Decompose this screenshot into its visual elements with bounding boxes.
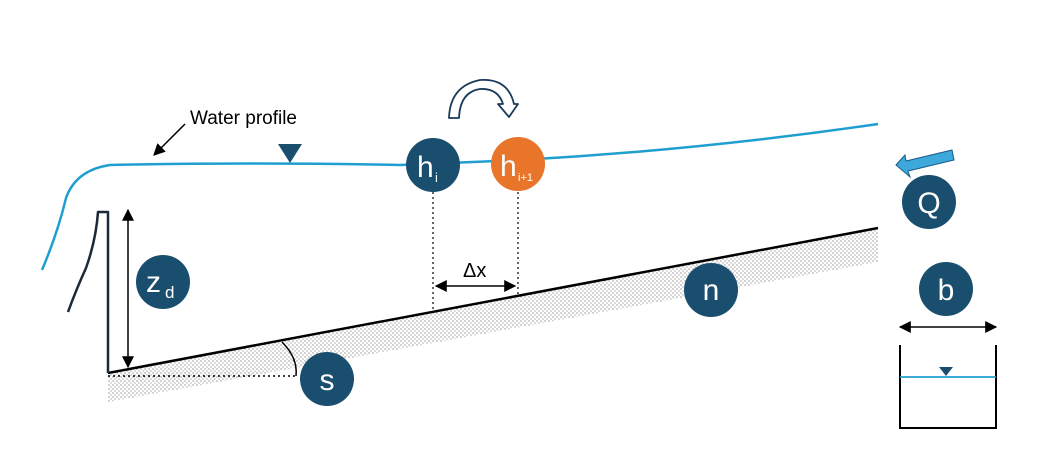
node-zd-sub: d [165, 283, 174, 302]
dam-wall [66, 210, 110, 373]
bed-sediment [108, 228, 878, 402]
node-h-i1-sub: i+1 [518, 172, 533, 184]
node-h-i1: h i+1 [491, 137, 545, 191]
flow-arrow-icon [895, 149, 955, 179]
node-n: n [684, 263, 738, 317]
node-s: s [300, 352, 354, 406]
node-h-i-main: h [417, 151, 434, 184]
node-b-main: b [938, 274, 955, 307]
node-h-i: h i [406, 138, 460, 192]
node-q: Q [902, 175, 956, 229]
node-zd-main: z [146, 266, 161, 299]
node-h-i-sub: i [435, 170, 438, 185]
water-level-marker [278, 144, 302, 163]
cross-section-channel [899, 345, 997, 429]
node-h-i1-main: h [500, 150, 517, 183]
iteration-arrow-icon [448, 79, 519, 119]
cross-section-water-marker [939, 367, 953, 376]
node-zd: z d [136, 255, 190, 309]
water-profile-label: Water profile [190, 108, 297, 129]
slope-angle-arc [281, 341, 297, 377]
channel-bed [107, 226, 879, 375]
delta-x-label: Δx [463, 260, 486, 282]
water-profile-line [40, 122, 879, 271]
node-b: b [919, 262, 973, 316]
node-s-main: s [320, 364, 335, 397]
water-profile-pointer [153, 123, 186, 156]
node-q-main: Q [917, 187, 940, 220]
node-n-main: n [703, 274, 720, 307]
